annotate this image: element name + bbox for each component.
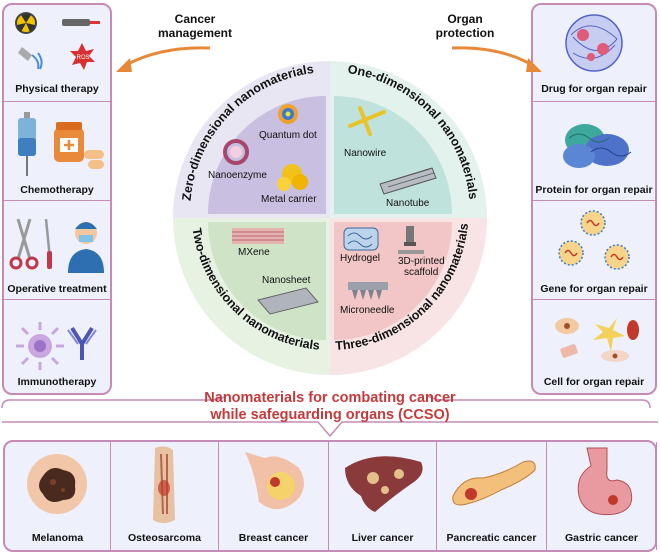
osteosarcoma-icon <box>153 446 175 523</box>
nanosheet-icon <box>257 287 319 315</box>
one-dim-quadrant <box>334 96 452 214</box>
breast-icon <box>245 452 304 510</box>
mxene-icon <box>232 228 284 244</box>
physical-therapy-label: Physical therapy <box>15 83 99 95</box>
gene-carrier-icon <box>558 210 630 270</box>
liver-icon <box>345 456 423 512</box>
cell-organ-repair-cell: Cell for organ repair <box>533 300 655 393</box>
metal-carrier-icon <box>277 164 308 191</box>
drug-organ-repair-label: Drug for organ repair <box>541 83 647 95</box>
nanoenzyme-icon <box>223 139 249 165</box>
nanowire-label: Nanowire <box>344 148 387 159</box>
immunotherapy-icon <box>16 322 97 370</box>
gastric-cancer-cell: Gastric cancer <box>547 442 657 550</box>
nanomaterial-circle: Zero-dimensional nanomaterials One-dimen… <box>173 61 487 375</box>
osteosarcoma-cell: Osteosarcoma <box>111 442 219 550</box>
chemotherapy-label: Chemotherapy <box>20 184 94 196</box>
operative-treatment-label: Operative treatment <box>7 283 107 295</box>
operative-treatment-cell: Operative treatment <box>4 201 110 300</box>
banner-bracket <box>1 395 658 438</box>
microneedle-icon <box>348 282 388 300</box>
cancer-management-line2: management <box>157 26 233 40</box>
surgery-icon <box>9 218 104 273</box>
ccso-banner-line2: while safeguarding organs (CCSO) <box>210 407 450 423</box>
organ-protection-line1: Organ <box>447 12 483 26</box>
liver-cancer-label: Liver cancer <box>351 532 414 544</box>
breast-cancer-cell: Breast cancer <box>219 442 329 550</box>
ccso-banner-line1: Nanomaterials for combating cancer <box>204 390 456 406</box>
nanotube-label: Nanotube <box>386 198 430 209</box>
gastric-cancer-label: Gastric cancer <box>565 532 638 544</box>
nanowire-icon <box>348 106 386 136</box>
melanoma-cell: Melanoma <box>5 442 111 550</box>
liver-cancer-cell: Liver cancer <box>329 442 437 550</box>
protein-organ-repair-label: Protein for organ repair <box>535 184 653 196</box>
cell-icon <box>555 318 639 362</box>
chemotherapy-cell: Chemotherapy <box>4 102 110 201</box>
nanotube-icon <box>379 167 437 195</box>
pancreas-icon <box>452 460 536 506</box>
drug-carrier-icon <box>565 14 623 72</box>
nanosheet-label: Nanosheet <box>262 275 311 286</box>
cancer-types-row <box>3 440 657 552</box>
melanoma-label: Melanoma <box>31 532 84 544</box>
chemotherapy-icon <box>18 112 104 176</box>
protein-organ-repair-cell: Protein for organ repair <box>533 102 655 201</box>
metal-carrier-label: Metal carrier <box>261 194 317 205</box>
hydrogel-label: Hydrogel <box>340 253 381 264</box>
stomach-icon <box>577 447 633 516</box>
organ-protection-panel: Drug for organ repair Protein for organ … <box>531 3 657 395</box>
pancreatic-cancer-label: Pancreatic cancer <box>446 532 537 544</box>
melanoma-icon <box>27 454 87 514</box>
protein-icon <box>563 124 632 168</box>
physical-therapy-icon: ROS <box>15 12 100 70</box>
svg-text:ROS: ROS <box>76 55 89 61</box>
3d-printer-icon <box>398 226 424 254</box>
breast-cancer-label: Breast cancer <box>238 532 309 544</box>
cancer-management-line1: Cancer <box>174 12 216 26</box>
mxene-label: MXene <box>238 247 270 258</box>
arrows-layer <box>116 46 542 72</box>
pancreatic-cancer-cell: Pancreatic cancer <box>437 442 547 550</box>
microneedle-label: Microneedle <box>340 305 395 316</box>
immunotherapy-label: Immunotherapy <box>17 376 97 388</box>
quantum-dot-label: Quantum dot <box>259 130 317 141</box>
nanoenzyme-label: Nanoenzyme <box>208 170 267 181</box>
drug-organ-repair-cell: Drug for organ repair <box>533 5 655 102</box>
3d-printed-label: 3D-printed <box>398 256 445 267</box>
quantum-dot-icon <box>278 104 298 124</box>
organ-protection-line2: protection <box>435 26 495 40</box>
hydrogel-icon <box>343 227 379 251</box>
cancer-management-panel: ROS Physical therapy Chemotherapy <box>2 3 112 395</box>
cell-organ-repair-label: Cell for organ repair <box>543 376 645 388</box>
immunotherapy-cell: Immunotherapy <box>4 300 110 393</box>
right-arrowhead <box>526 58 542 72</box>
organ-protection-label: Organ protection <box>410 12 520 40</box>
gene-organ-repair-cell: Gene for organ repair <box>533 201 655 300</box>
left-arrowhead <box>116 58 132 72</box>
two-dim-quadrant <box>208 222 326 340</box>
osteosarcoma-label: Osteosarcoma <box>128 532 201 544</box>
right-arrow <box>451 46 535 68</box>
left-arrow <box>123 46 211 68</box>
gene-organ-repair-label: Gene for organ repair <box>540 283 648 295</box>
cancer-management-label: Cancer management <box>140 12 250 40</box>
physical-therapy-cell: ROS Physical therapy <box>4 5 110 102</box>
scaffold-label: scaffold <box>404 267 439 278</box>
